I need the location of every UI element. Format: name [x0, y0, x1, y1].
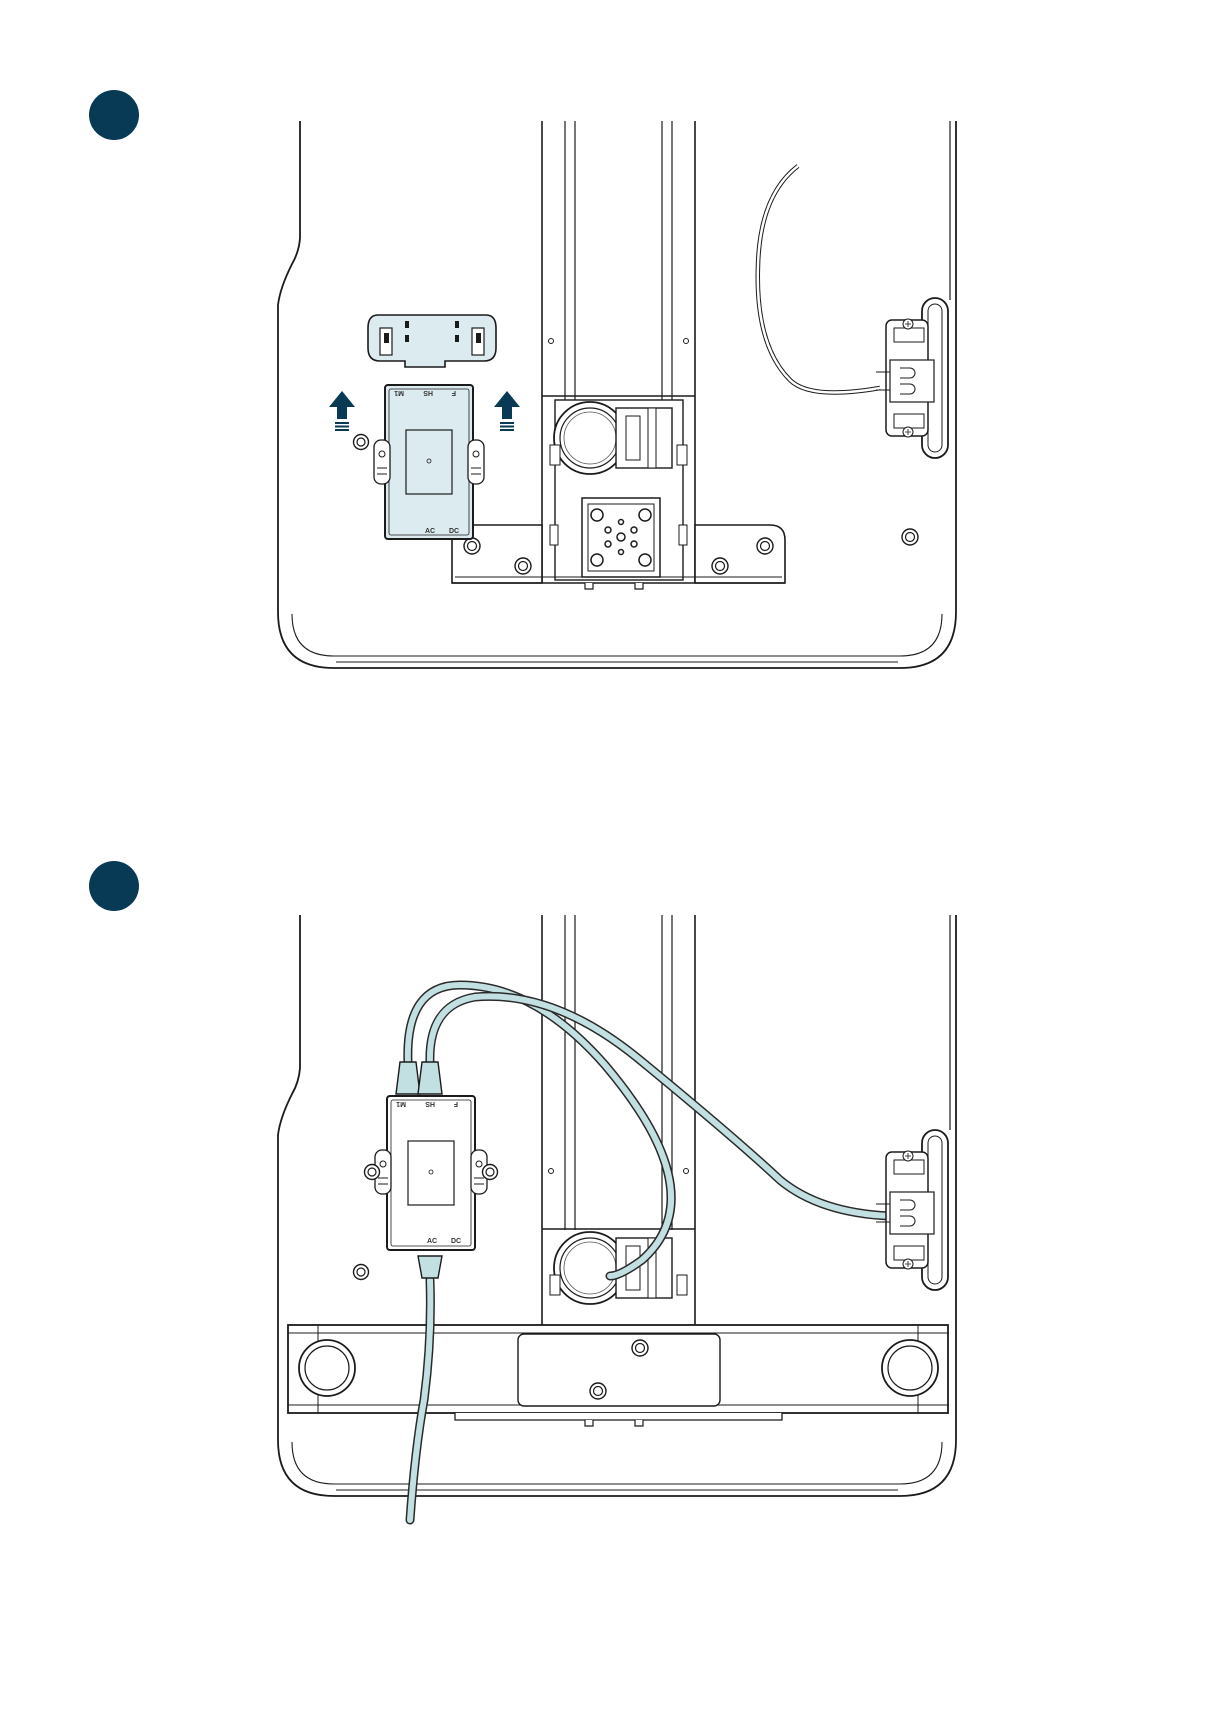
step-marker-icon: [89, 861, 139, 911]
port-label-dc: DC: [449, 528, 459, 535]
nut-icon: [354, 435, 369, 450]
bolt-icon: [712, 558, 728, 574]
port-label-hs: HS: [425, 1100, 435, 1107]
port-label-dc: DC: [451, 1238, 461, 1245]
desk-frame-step-1: [278, 121, 956, 668]
port-label-f: F: [451, 389, 456, 396]
step-marker-icon: [89, 90, 139, 140]
motor-plug: [396, 1062, 420, 1094]
leg-mounting-plate: [582, 498, 660, 577]
bolt-icon: [464, 538, 480, 554]
crossbar-step-2: [288, 1325, 948, 1426]
control-box-step-2: [365, 1096, 498, 1250]
up-arrow-icon: [329, 391, 355, 430]
up-arrow-icon: [494, 391, 520, 430]
bolt-icon: [515, 558, 531, 574]
port-label-ac: AC: [427, 1238, 437, 1245]
control-box-cover: [368, 315, 496, 367]
hand-switch-plug: [418, 1062, 442, 1094]
port-label-m1: M1: [396, 1100, 406, 1107]
motor-icon: [554, 402, 672, 474]
motor-clamp: [677, 1275, 687, 1295]
control-box-step-1: [374, 385, 484, 539]
motor-clamp: [677, 445, 687, 465]
motor-clamp: [550, 445, 560, 465]
hand-switch-icon: [876, 298, 948, 458]
bolt-icon: [632, 1340, 648, 1356]
hand-switch-cable: [758, 166, 880, 393]
nut-icon: [354, 1265, 369, 1280]
port-label-ac: AC: [425, 528, 435, 535]
bolt-icon: [902, 529, 918, 545]
bolt-icon: [590, 1383, 606, 1399]
hand-switch-cable-connected: [430, 996, 890, 1216]
port-label-f: F: [453, 1100, 458, 1107]
bolt-icon: [757, 538, 773, 554]
port-label-m1: M1: [394, 389, 404, 396]
hand-switch-icon: [876, 1130, 948, 1290]
port-label-hs: HS: [423, 389, 433, 396]
power-plug: [418, 1256, 442, 1278]
motor-clamp: [550, 1275, 560, 1295]
